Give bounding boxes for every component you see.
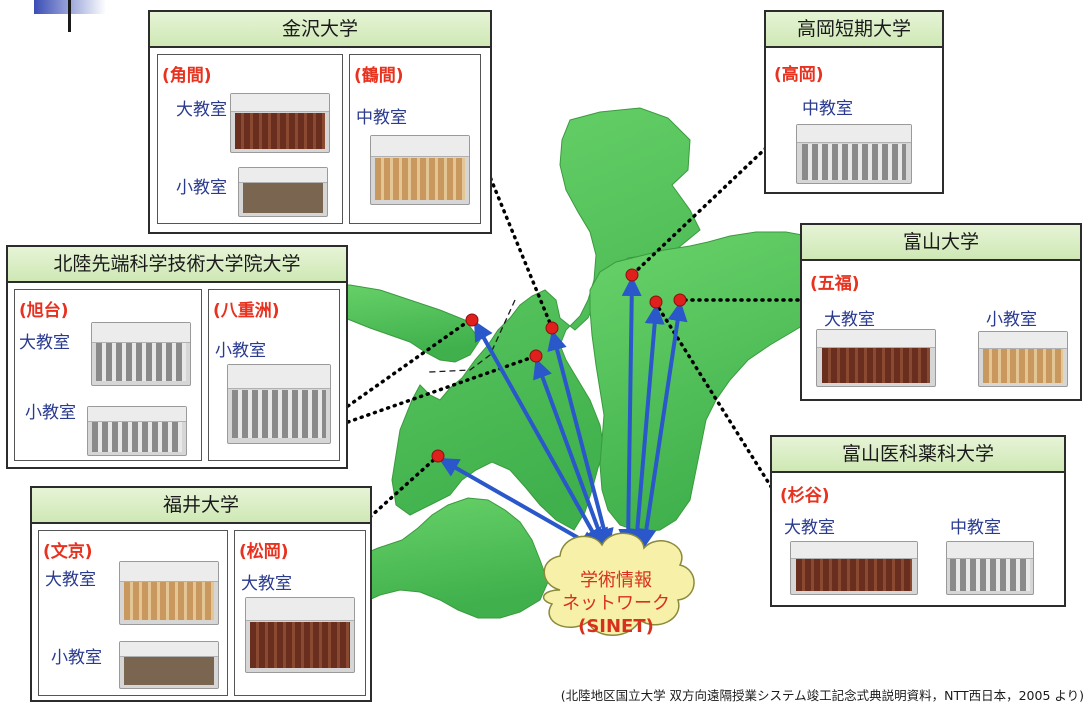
classroom-illustration [245,597,355,673]
campus-matsuoka: (松岡) 大教室 [234,530,366,696]
classroom-illustration [978,331,1068,387]
classroom-illustration [227,364,331,444]
univ-takaoka: 高岡短期大学 (高岡) 中教室 [764,10,944,194]
campus-asahidai: (旭台) 大教室 小教室 [14,289,202,461]
room-label-small: 小教室 [176,178,227,198]
univ-jaist: 北陸先端科学技術大学院大学 (旭台) 大教室 小教室 (八重洲) 小教室 [6,245,348,469]
room-label-large: 大教室 [45,570,96,590]
classroom-illustration [230,93,330,153]
campus-yaesu: (八重洲) 小教室 [208,289,340,461]
room-label-large: 大教室 [241,574,292,594]
campus-name: (高岡) [774,65,824,85]
campus-kakuma: (角間) 大教室 小教室 [157,54,343,224]
room-label-large: 大教室 [176,100,227,120]
connector-takaoka [630,146,768,277]
univ-kanazawa: 金沢大学 (角間) 大教室 小教室 (鶴間) 中教室 [148,10,492,234]
classroom-illustration [119,641,219,689]
campus-bunkyo: (文京) 大教室 小教室 [38,530,228,696]
node-kanazawa-kakuma [545,321,559,335]
classroom-illustration [87,406,187,456]
campus-name: (鶴間) [354,66,404,86]
sinet-line-3: (SINET) [578,616,654,637]
campus-name: (五福) [810,274,860,294]
classroom-illustration [790,541,918,595]
arrow-node-7 [438,458,600,550]
sinet-line-1: 学術情報 [580,570,652,591]
node-fukui [431,449,445,463]
arrow-node-6 [636,301,688,549]
univ-toyama: 富山大学 (五福) 大教室 小教室 [800,223,1082,401]
room-label-small: 小教室 [25,403,76,423]
room-label-medium: 中教室 [950,518,1001,538]
room-label-large: 大教室 [19,333,70,353]
classroom-illustration [238,167,328,217]
univ-title: 富山大学 [802,225,1080,261]
node-takaoka [625,268,639,282]
campus-name: (旭台) [19,301,69,321]
univ-title: 富山医科薬科大学 [772,437,1064,473]
classroom-illustration [119,561,219,625]
node-kanazawa-tsuruma [529,349,543,363]
campus-name: (角間) [162,66,212,86]
sinet-label: 学術情報 ネットワーク (SINET) [548,569,684,638]
campus-name: (文京) [43,542,93,562]
univ-title: 金沢大学 [150,12,490,48]
connector-fukui [368,454,440,519]
classroom-illustration [796,124,912,184]
campus-nodes [431,268,687,463]
logo-mark [34,0,106,32]
sinet-line-2: ネットワーク [562,593,670,614]
network-arrows [438,276,688,550]
node-jaist-asahidai [465,313,479,327]
node-toyama [673,293,687,307]
node-toyama-med [649,295,663,309]
campus-name: (杉谷) [780,486,830,506]
univ-title: 高岡短期大学 [766,12,942,48]
classroom-illustration [946,541,1034,595]
univ-title: 北陸先端科学技術大学院大学 [8,247,346,283]
room-label-medium: 中教室 [802,99,853,119]
room-label-small: 小教室 [986,310,1037,330]
classroom-illustration [370,135,470,205]
room-label-small: 小教室 [51,648,102,668]
campus-name: (松岡) [239,542,289,562]
room-label-medium: 中教室 [356,108,407,128]
classroom-illustration [91,322,191,386]
connector-jaist-2 [346,318,472,408]
campus-name: (八重洲) [213,301,280,321]
univ-toyama-med: 富山医科薬科大学 (杉谷) 大教室 中教室 [770,435,1066,607]
source-note: (北陸地区国立大学 双方向遠隔授業システム竣工記念式典説明資料，NTT西日本，2… [560,688,1084,703]
connector-kanazawa [486,170,554,330]
univ-title: 福井大学 [32,488,370,524]
room-label-large: 大教室 [824,310,875,330]
univ-fukui: 福井大学 (文京) 大教室 小教室 (松岡) 大教室 [30,486,372,702]
campus-tsuruma: (鶴間) 中教室 [349,54,481,224]
room-label-small: 小教室 [215,341,266,361]
connector-jaist [346,354,538,424]
sinet-cloud [542,532,695,636]
classroom-illustration [816,329,936,387]
room-label-large: 大教室 [784,518,835,538]
